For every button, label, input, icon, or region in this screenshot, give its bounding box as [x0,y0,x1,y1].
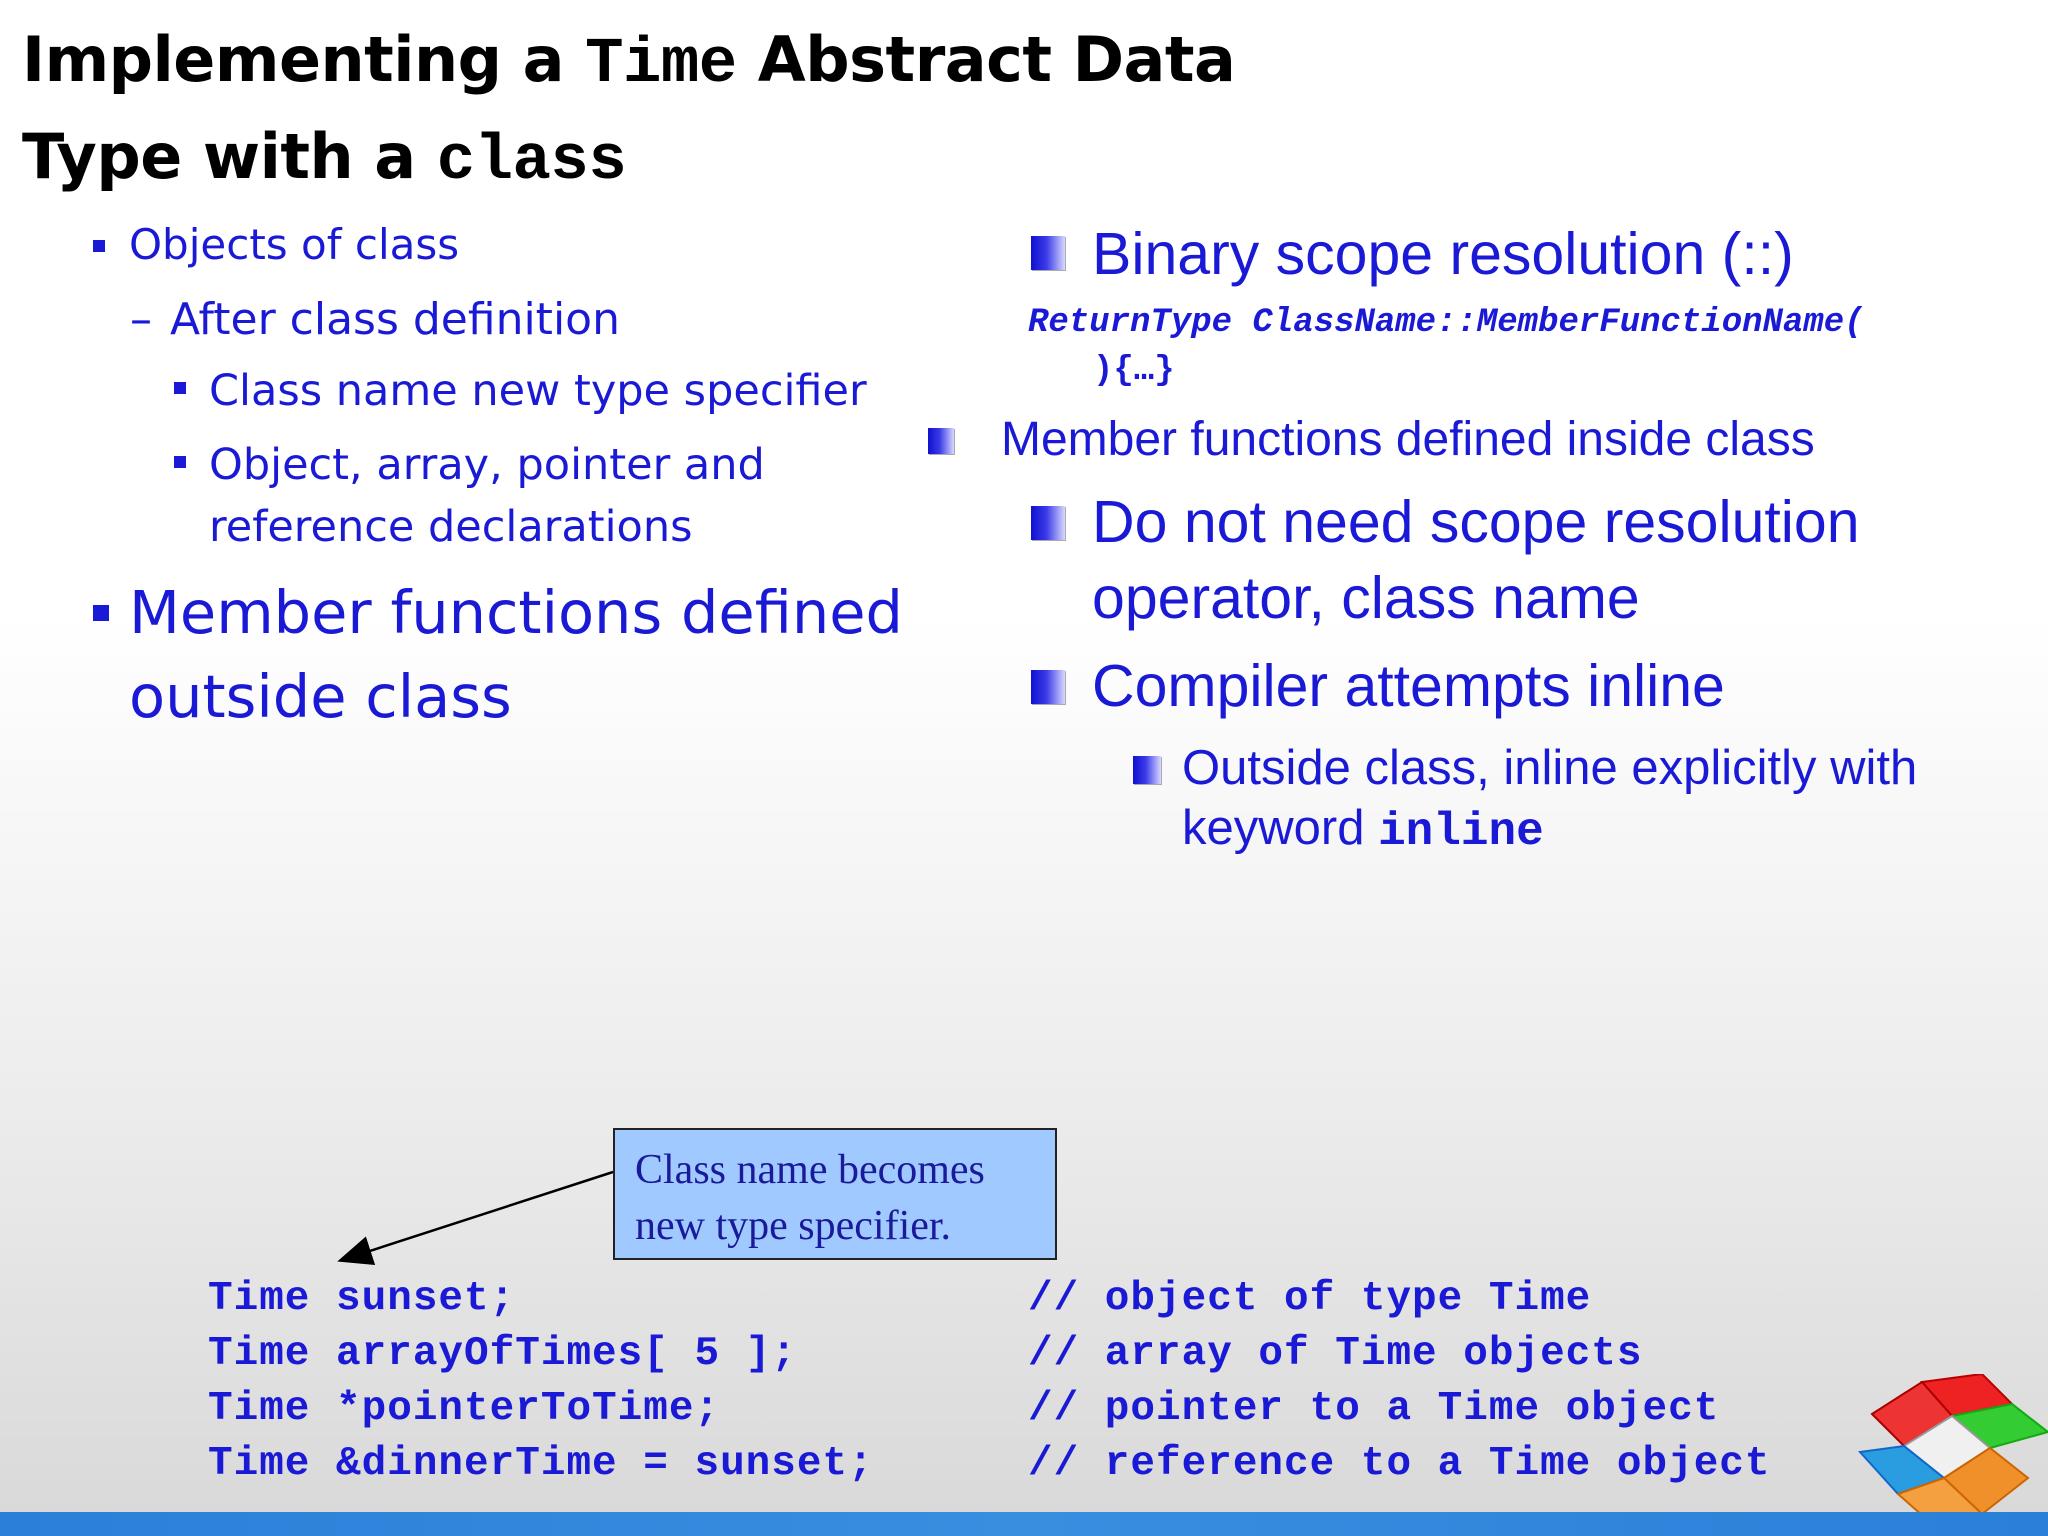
bullet-square-icon [174,456,186,468]
code-comment: // pointer to a Time object [1028,1386,1720,1432]
title-text-3: Type with a [22,120,437,193]
binary-scope-resolution: Binary scope resolution (::) [1092,221,1794,287]
syntax-line-2: ){…} [1093,352,1175,390]
compiler-attempts-inline: Compiler attempts inline [1092,653,1725,719]
code-statement: Time sunset; [208,1276,516,1322]
title-line-2: Type with a class [22,111,1322,208]
syntax-line-1: ReturnType ClassName::MemberFunctionName… [1028,304,1865,342]
title-text-1: Implementing a [22,23,586,96]
title-text-2: Abstract Data [736,23,1236,96]
bullet-objects-of-class: Objects of class [129,220,460,269]
code-comment: // array of Time objects [1028,1331,1643,1377]
code-statement: Time arrayOfTimes[ 5 ]; [208,1331,797,1377]
cube-logo-icon [1857,1374,2048,1524]
gradient-bullet-icon [928,428,954,454]
code-statement: Time &dinnerTime = sunset; [208,1441,874,1487]
bullet-member-functions-outside-line1: Member functions defined [129,578,904,647]
no-scope-line2: operator, class name [1092,565,1640,631]
dash-after-class-definition: After class definition [170,294,620,345]
bullet-square-icon [93,240,105,252]
callout-box: Class name becomes new type specifier. [613,1128,1057,1260]
sub-declarations-line1: Object, array, pointer and [209,440,765,490]
sub-class-name-type-specifier: Class name new type specifier [209,366,867,416]
bullet-square-icon [93,605,109,621]
code-comment: // object of type Time [1028,1276,1592,1322]
inline-keyword-code: inline [1378,806,1544,858]
title-code-time: Time [585,29,737,101]
callout-line1: Class name becomes [635,1147,985,1193]
gradient-bullet-icon [1031,670,1065,704]
gradient-bullet-icon [1133,756,1161,784]
member-functions-inside-class: Member functions defined inside class [1001,413,1815,466]
gradient-bullet-icon [1031,506,1065,540]
outside-inline-keyword-label: keyword [1182,801,1379,855]
no-scope-line1: Do not need scope resolution [1092,489,1860,555]
dash-prefix: – [130,294,152,345]
code-statement: Time *pointerToTime; [208,1386,721,1432]
title-code-class: class [436,126,627,198]
slide-title: Implementing a Time Abstract Data Type w… [22,14,1322,208]
code-comment: // reference to a Time object [1028,1441,1771,1487]
sub-declarations-line2: reference declarations [209,502,693,552]
gradient-bullet-icon [1031,236,1065,270]
bullet-member-functions-outside-line2: outside class [129,662,512,731]
callout-line2: new type specifier. [635,1203,952,1249]
outside-inline-line2: keyword inline [1182,800,1544,858]
bottom-bar [0,1512,2048,1536]
title-line-1: Implementing a Time Abstract Data [22,14,1322,111]
bullet-square-icon [174,382,186,394]
outside-inline-line1: Outside class, inline explicitly with [1182,741,1918,795]
